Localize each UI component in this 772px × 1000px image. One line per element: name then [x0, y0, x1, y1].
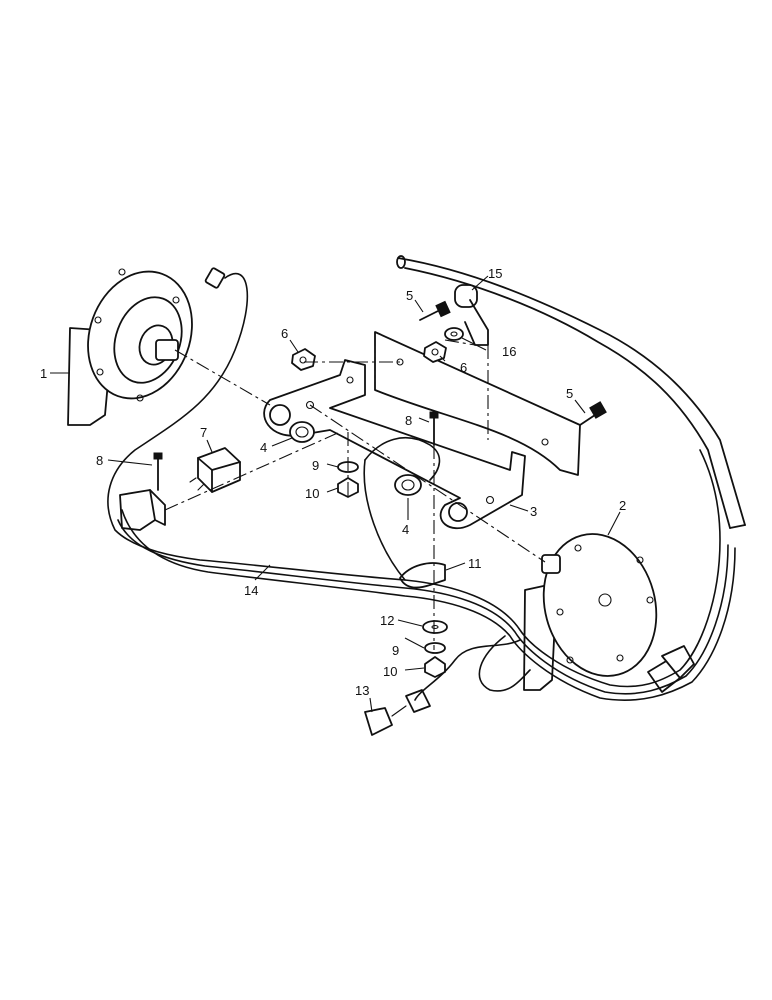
bolt-5-upper — [419, 300, 451, 321]
bolt-5-right — [579, 401, 607, 426]
callout-16: 16 — [502, 344, 516, 359]
callout-5-upper: 5 — [406, 288, 413, 303]
relay — [189, 447, 241, 493]
support-plate — [374, 331, 581, 476]
callout-13: 13 — [355, 683, 369, 698]
horn-right — [523, 533, 658, 691]
screw-8-left — [153, 452, 163, 491]
callout-1: 1 — [40, 366, 47, 381]
washer-12 — [422, 620, 448, 634]
callout-7: 7 — [200, 425, 207, 440]
washer-16 — [444, 327, 464, 341]
callout-2: 2 — [619, 498, 626, 513]
callout-4-center: 4 — [402, 522, 409, 537]
callout-11: 11 — [468, 556, 482, 571]
callout-3: 3 — [530, 504, 537, 519]
leader-lines — [50, 275, 621, 713]
harness-clip — [399, 562, 446, 589]
callout-9-upper: 9 — [312, 458, 319, 473]
callout-14: 14 — [244, 583, 258, 598]
callout-4-left: 4 — [260, 440, 267, 455]
callouts: 1 2 3 4 4 5 5 6 6 7 8 8 9 9 10 10 11 12 … — [40, 266, 626, 698]
horn-left — [67, 267, 226, 426]
washer-9-lower — [424, 642, 446, 654]
callout-10-upper: 10 — [305, 486, 319, 501]
callout-6-left: 6 — [281, 326, 288, 341]
relay-socket — [119, 489, 166, 531]
screw-8-center — [429, 411, 439, 446]
wiring-harness — [107, 272, 736, 701]
callout-8-center: 8 — [405, 413, 412, 428]
callout-8-left: 8 — [96, 453, 103, 468]
callout-10-lower: 10 — [383, 664, 397, 679]
assembly-lines — [164, 332, 546, 650]
callout-5-right: 5 — [566, 386, 573, 401]
grommet-4-center — [394, 474, 422, 496]
callout-15: 15 — [488, 266, 502, 281]
callout-12: 12 — [380, 613, 394, 628]
callout-9-lower: 9 — [392, 643, 399, 658]
connector-plug — [364, 689, 431, 736]
callout-6-right: 6 — [460, 360, 467, 375]
mounting-bracket — [263, 359, 526, 530]
grommet-4-left — [289, 421, 315, 443]
nut-6-left — [291, 348, 316, 371]
